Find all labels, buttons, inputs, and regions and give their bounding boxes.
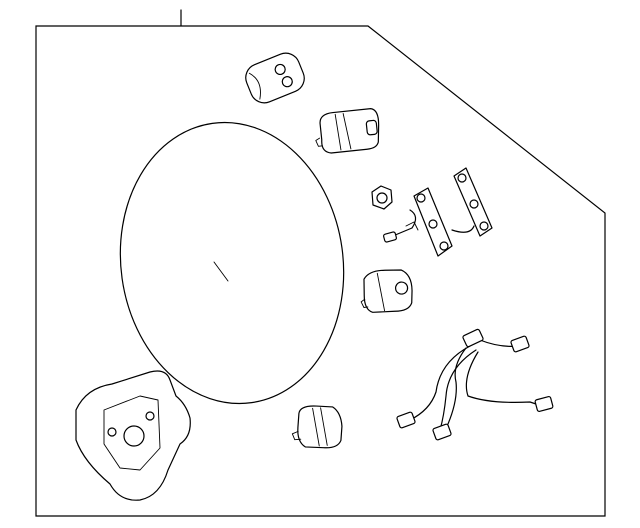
nut bbox=[371, 185, 393, 210]
steering-wheel-hub-mark bbox=[213, 261, 229, 282]
switch-module-middle bbox=[360, 269, 413, 313]
steering-wheel-rim bbox=[119, 121, 345, 405]
mounting-bracket bbox=[383, 167, 493, 257]
lower-cover bbox=[75, 370, 191, 501]
steering-wheel bbox=[119, 121, 345, 405]
switch-module-upper bbox=[315, 108, 380, 154]
wiring-harness bbox=[396, 328, 554, 441]
switch-cap-upper bbox=[245, 52, 305, 104]
switch-module-lower bbox=[291, 405, 343, 449]
